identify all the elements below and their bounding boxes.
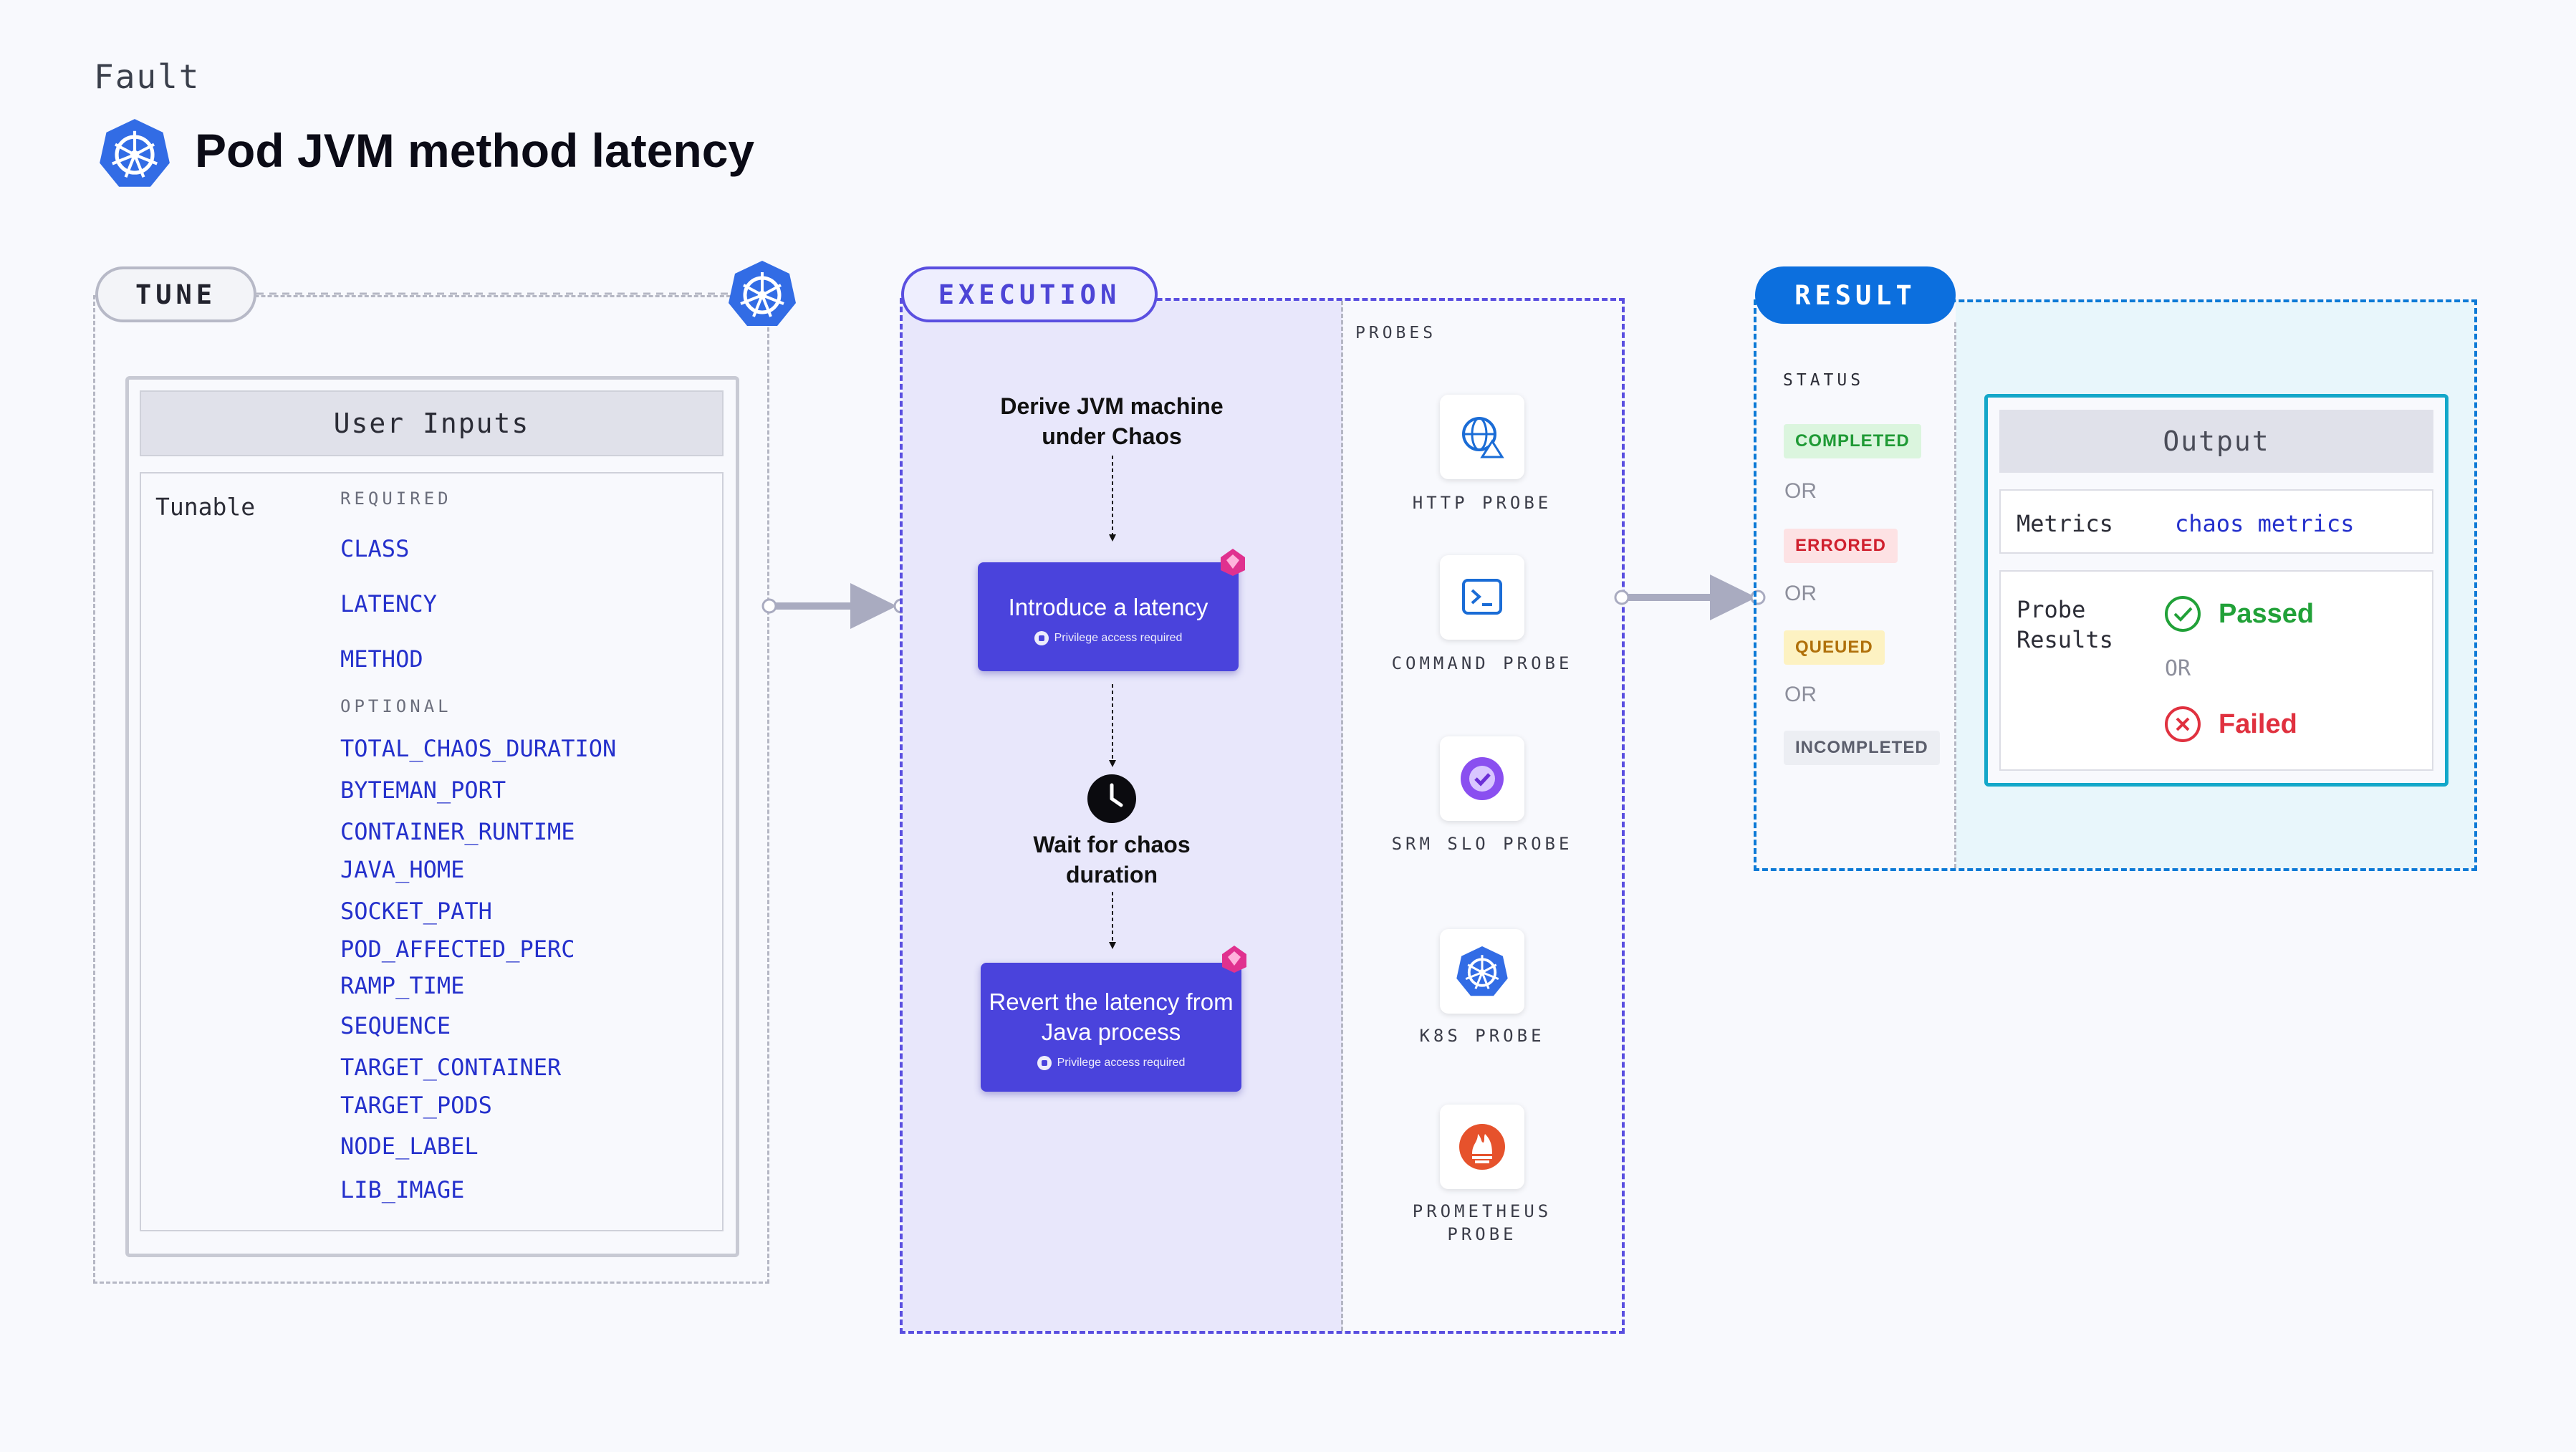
tunable-label: Tunable: [155, 493, 256, 521]
probe-label-k8s: K8S PROBE: [1419, 1026, 1545, 1046]
param-java-home: JAVA_HOME: [340, 856, 465, 883]
status-badge-incompleted: INCOMPLETED: [1784, 731, 1940, 765]
lock-icon: [1034, 631, 1049, 645]
or-separator: OR: [1784, 683, 1817, 706]
prometheus-icon: [1459, 1124, 1505, 1170]
param-container-runtime: CONTAINER_RUNTIME: [340, 818, 575, 845]
command-probe-icon[interactable]: [1440, 555, 1524, 640]
step-connector: [1109, 684, 1116, 767]
card-title: Revert the latency from Java process: [989, 989, 1234, 1045]
tune-section: [93, 295, 769, 1284]
param-pod-affected-perc: POD_AFFECTED_PERC: [340, 936, 575, 963]
probe-label-prometheus: PROMETHEUS PROBE: [1412, 1201, 1552, 1244]
revert-latency-card: Revert the latency from Java process Pri…: [981, 963, 1241, 1092]
kubernetes-icon: [729, 261, 796, 326]
status-label: STATUS: [1783, 371, 1865, 390]
fault-injection-icon: [1221, 549, 1245, 576]
flow-arrow: [1614, 574, 1766, 620]
http-probe-icon[interactable]: [1440, 395, 1524, 479]
param-class: CLASS: [340, 535, 410, 562]
required-label: REQUIRED: [340, 489, 452, 509]
param-ramp-time: RAMP_TIME: [340, 972, 465, 999]
param-latency: LATENCY: [340, 590, 437, 617]
probe-label-srm-slo: SRM SLO PROBE: [1391, 834, 1573, 854]
passed-label: Passed: [2219, 599, 2315, 629]
probe-results-label: Probe Results: [2017, 596, 2113, 653]
check-circle-icon: [2165, 596, 2201, 632]
failed-label: Failed: [2219, 709, 2297, 739]
output-title: Output: [1999, 410, 2433, 473]
metrics-label: Metrics: [2017, 510, 2113, 537]
probe-label-http: HTTP PROBE: [1412, 493, 1552, 513]
param-target-pods: TARGET_PODS: [340, 1092, 492, 1119]
step-derive-jvm: Derive JVM machine under Chaos: [1000, 393, 1224, 449]
srm-slo-probe-icon[interactable]: [1440, 736, 1524, 821]
param-target-container: TARGET_CONTAINER: [340, 1054, 562, 1081]
tune-connector: [256, 292, 729, 295]
user-inputs-title: User Inputs: [140, 390, 724, 456]
result-pill: RESULT: [1755, 266, 1956, 324]
result-section: [1754, 299, 2477, 871]
param-byteman-port: BYTEMAN_PORT: [340, 777, 506, 804]
globe-icon: [1462, 417, 1504, 458]
probe-results-row: [1999, 570, 2433, 771]
param-sequence: SEQUENCE: [340, 1012, 451, 1039]
probes-label: PROBES: [1355, 324, 1437, 342]
chaos-metrics-link[interactable]: chaos metrics: [2175, 510, 2355, 537]
or-separator: OR: [1784, 582, 1817, 605]
fault-injection-icon: [1222, 946, 1246, 973]
privilege-note: Privilege access required: [1054, 632, 1183, 644]
param-lib-image: LIB_IMAGE: [340, 1176, 465, 1203]
flow-arrow: [761, 583, 909, 629]
optional-label: OPTIONAL: [340, 696, 452, 716]
prometheus-probe-icon[interactable]: [1440, 1105, 1524, 1189]
tunable-list: [140, 472, 724, 1231]
status-badge-queued: QUEUED: [1784, 630, 1885, 665]
clock-icon: [1087, 774, 1136, 823]
execution-pill: EXECUTION: [901, 266, 1158, 322]
k8s-probe-icon[interactable]: [1440, 929, 1524, 1014]
slo-icon: [1461, 757, 1504, 800]
status-badge-completed: COMPLETED: [1784, 424, 1921, 458]
page-title: Pod JVM method latency: [195, 124, 755, 177]
param-method: METHOD: [340, 645, 423, 673]
status-badge-errored: ERRORED: [1784, 529, 1898, 563]
metrics-row: [1999, 489, 2433, 554]
card-title: Introduce a latency: [1008, 594, 1208, 620]
param-socket-path: SOCKET_PATH: [340, 898, 492, 925]
probes-divider: [1341, 301, 1343, 1331]
param-node-label: NODE_LABEL: [340, 1133, 479, 1160]
fault-kind-label: Fault: [94, 57, 201, 96]
or-separator: OR: [1784, 479, 1817, 503]
execution-section: [900, 298, 1625, 1334]
step-connector: [1109, 892, 1116, 949]
kubernetes-icon: [100, 119, 170, 187]
introduce-latency-card: Introduce a latency Privilege access req…: [978, 562, 1239, 671]
tune-pill: TUNE: [95, 266, 256, 322]
param-total-chaos-duration: TOTAL_CHAOS_DURATION: [340, 735, 617, 762]
lock-icon: [1037, 1056, 1052, 1070]
step-connector: [1109, 456, 1116, 542]
terminal-icon: [1462, 579, 1502, 615]
x-circle-icon: [2165, 706, 2201, 742]
result-divider: [1954, 322, 1956, 868]
probe-label-command: COMMAND PROBE: [1391, 653, 1573, 673]
kubernetes-icon: [1456, 946, 1508, 996]
privilege-note: Privilege access required: [1057, 1057, 1186, 1069]
or-separator: OR: [2165, 656, 2191, 681]
step-wait-chaos-duration: Wait for chaos duration: [1033, 832, 1191, 888]
